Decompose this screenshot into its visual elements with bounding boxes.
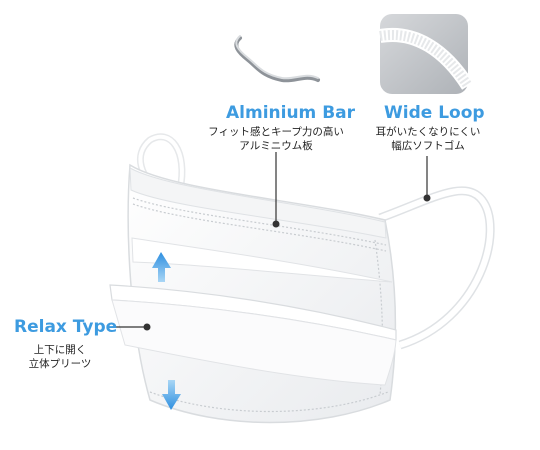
wide-loop-desc: 耳がいたくなりにくい 幅広ソフトゴム (366, 125, 490, 153)
aluminium-callout-line (272, 152, 280, 228)
relax-callout-line (112, 323, 151, 331)
wide-loop-desc-line2: 幅広ソフトゴム (391, 140, 465, 152)
aluminium-strip-icon (234, 35, 320, 83)
relax-type-desc: 上下に開く 立体プリーツ (10, 343, 110, 371)
aluminium-bar-desc-line1: フィット感とキープ力の高い (208, 126, 344, 138)
relax-type-desc-line1: 上下に開く (33, 344, 87, 356)
wide-loop-desc-line1: 耳がいたくなりにくい (375, 126, 481, 138)
relax-type-title: Relax Type (14, 317, 118, 337)
down-arrow-icon (162, 380, 181, 410)
wide-loop-callout-line (423, 156, 431, 202)
right-ear-loop (378, 186, 495, 350)
aluminium-bar-desc-line2: アルミニウム板 (239, 140, 313, 152)
aluminium-bar-desc: フィット感とキープ力の高い アルミニウム板 (206, 125, 346, 153)
elastic-loop-closeup (378, 14, 474, 94)
wide-loop-title: Wide Loop (384, 103, 485, 123)
relax-type-desc-line2: 立体プリーツ (28, 358, 92, 370)
mask-pleats (109, 237, 397, 386)
up-arrow-icon (152, 252, 171, 282)
aluminium-bar-title: Alminium Bar (226, 103, 356, 123)
